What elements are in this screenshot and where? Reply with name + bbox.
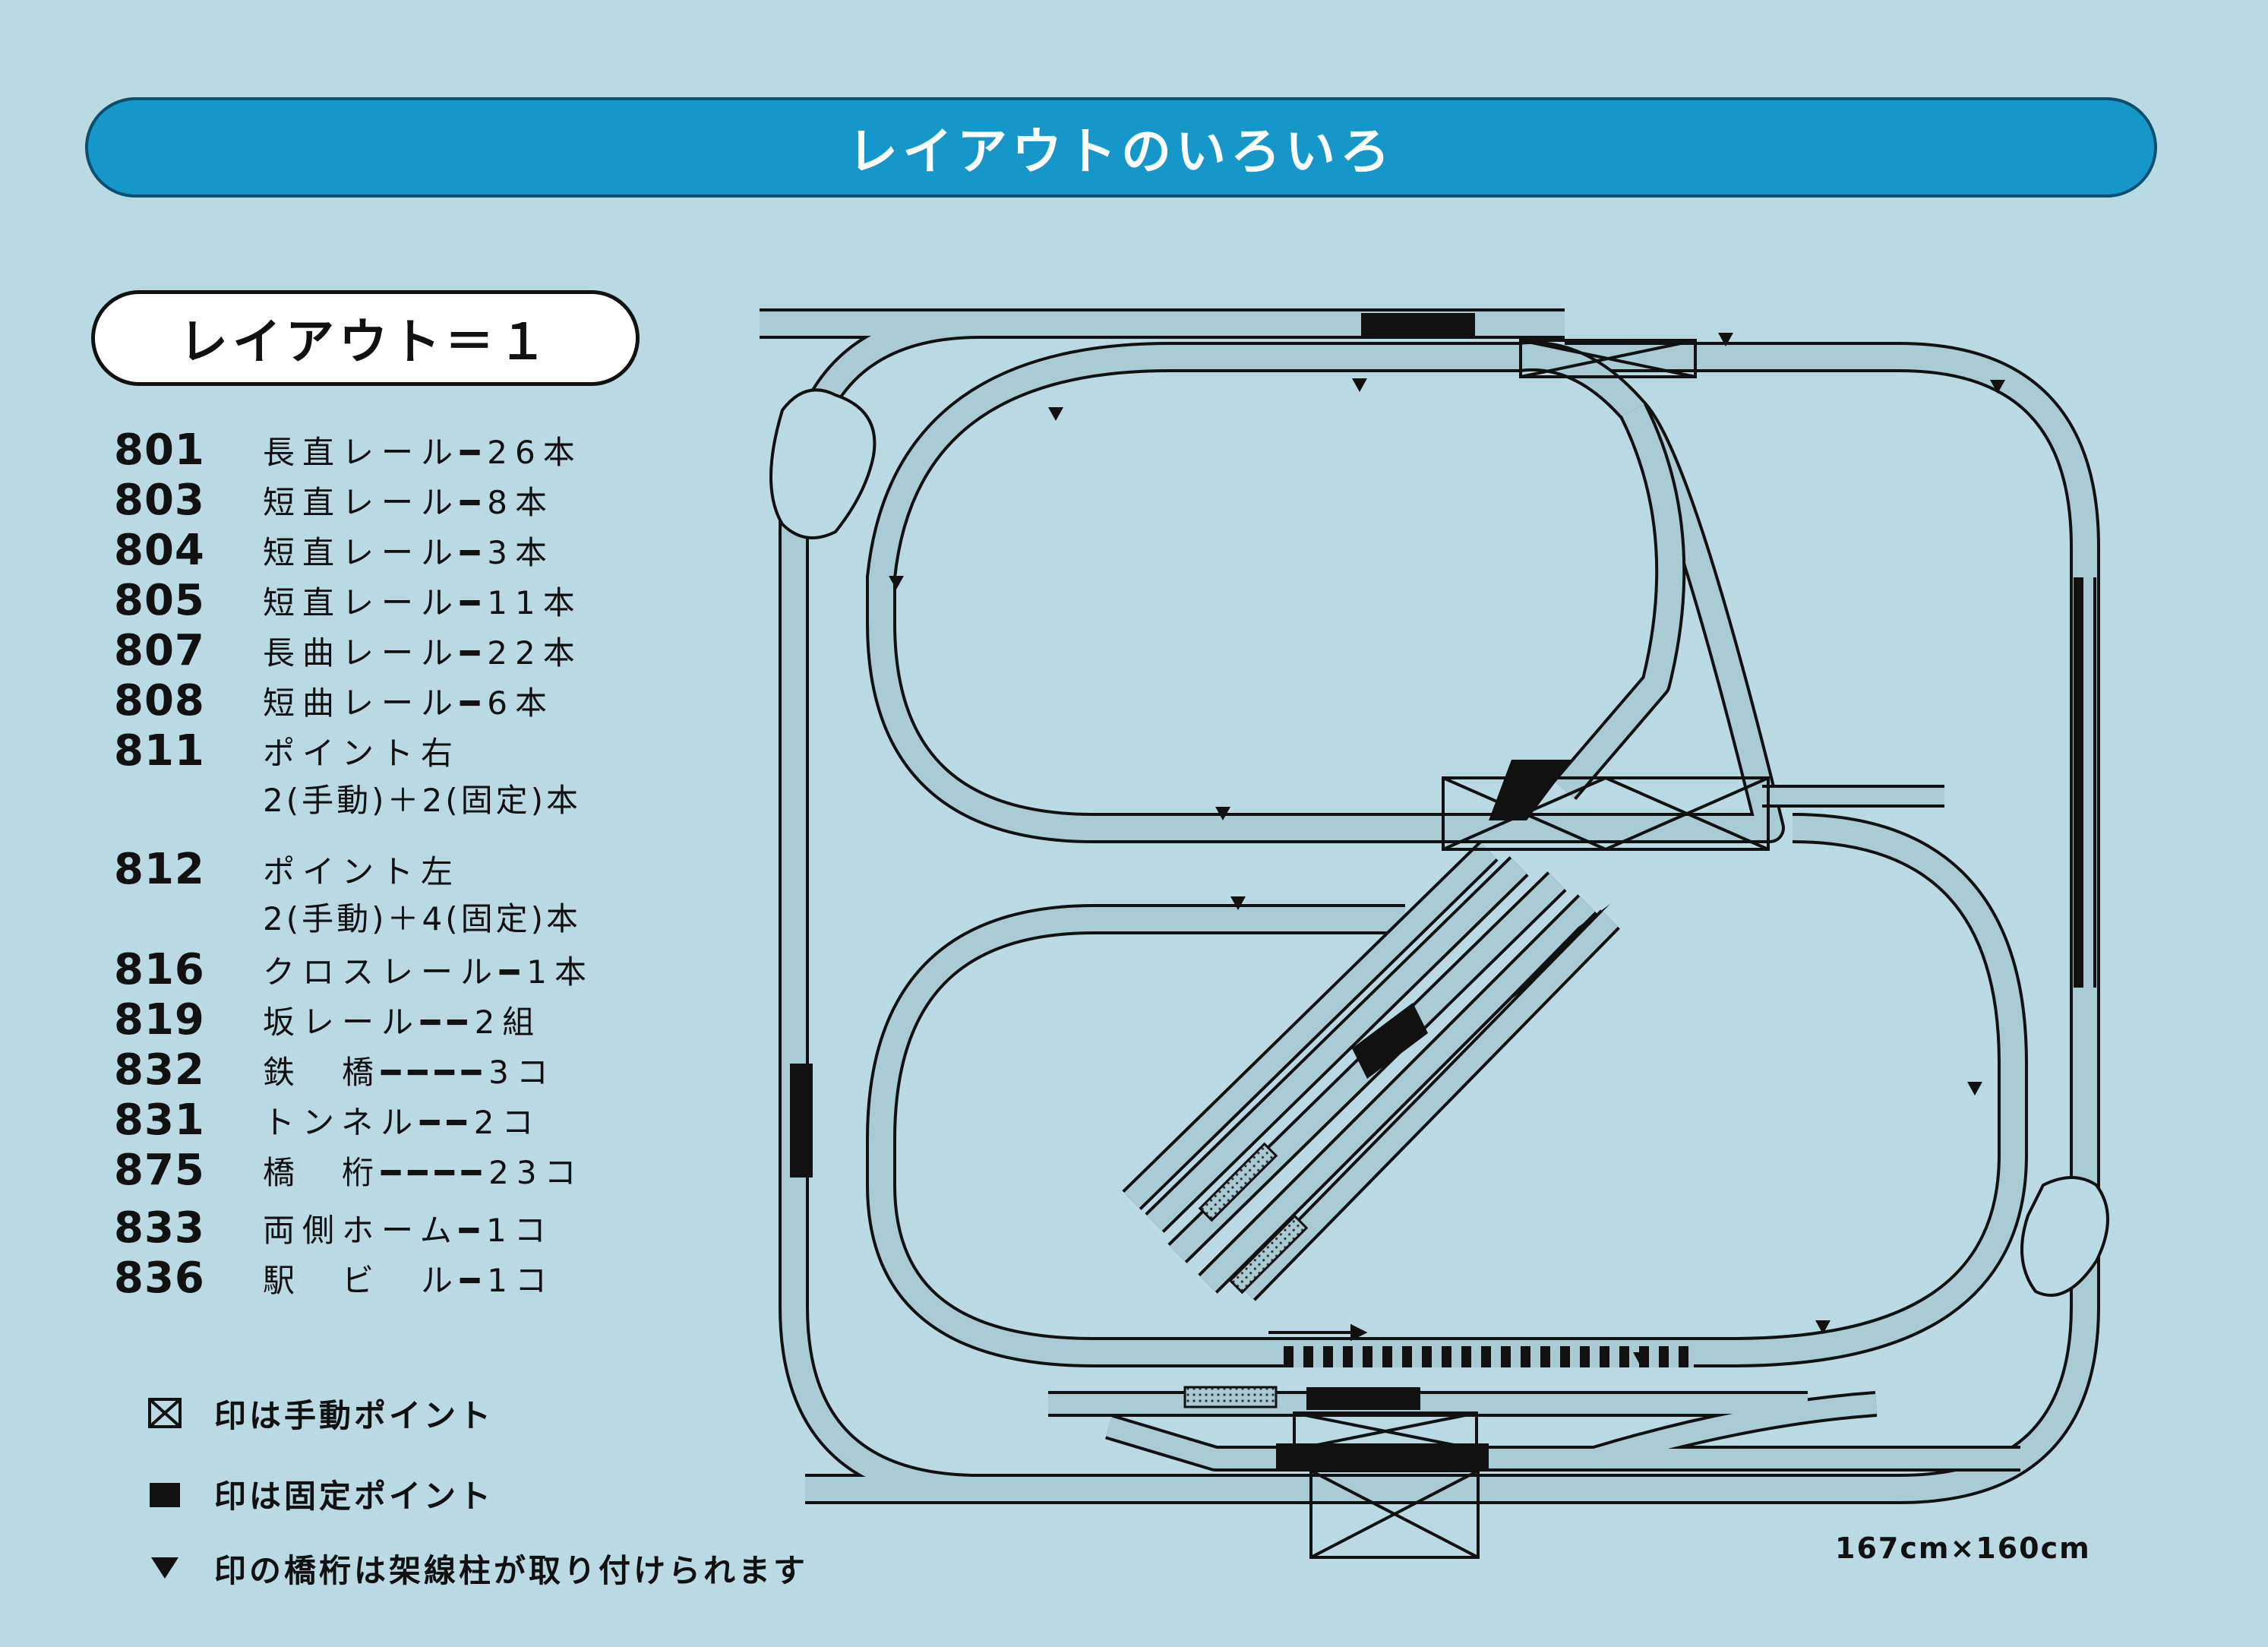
part-row: 836 駅 ビ ル━1コ: [114, 1253, 555, 1303]
part-code: 831: [114, 1095, 205, 1145]
part-code: 812: [114, 844, 205, 894]
legend-catenary: 印の橋桁は架線柱が取り付けられます: [146, 1545, 808, 1591]
part-name: 短直レール━11本: [263, 583, 583, 621]
manual-points: [1293, 339, 1770, 1559]
part-code: 801: [114, 425, 205, 475]
trestle-section: [2074, 577, 2096, 988]
part-code: 832: [114, 1045, 205, 1095]
part-row: 832 鉄 橋━━━━3コ: [114, 1045, 556, 1095]
part-row: 801 長直レール━26本: [114, 425, 583, 475]
lower-inner-loop-track: [866, 813, 2028, 1367]
layout-title: レイアウト＝１: [179, 315, 551, 371]
layout-title-badge: レイアウト＝１: [91, 290, 640, 386]
part-row: 808 短曲レール━6本: [114, 675, 555, 726]
part-name: 坂レール━━2組: [263, 1003, 542, 1041]
part-name: 短曲レール━6本: [263, 684, 555, 722]
part-code: 875: [114, 1145, 205, 1195]
part-name: ポイント右: [263, 734, 461, 772]
part-code: 807: [114, 625, 205, 675]
catenary-triangle-icon: [146, 1553, 184, 1583]
part-row: 804 短直レール━3本: [114, 525, 555, 575]
tunnels: [769, 388, 2109, 1297]
part-sub: 2(手動)＋4(固定)本: [263, 900, 581, 937]
page-banner: レイアウトのいろいろ: [85, 97, 2157, 198]
part-row: 803 短直レール━8本: [114, 475, 555, 525]
legend-manual-point: 印は手動ポイント: [146, 1390, 494, 1436]
legend-text: 印の橋桁は架線柱が取り付けられます: [214, 1551, 809, 1589]
part-sub: 2(手動)＋2(固定)本: [263, 782, 581, 819]
part-name: 短直レール━3本: [263, 533, 555, 571]
banner-title: レイアウトのいろいろ: [848, 122, 1395, 181]
part-row: 812 ポイント左: [114, 844, 461, 894]
part-code: 808: [114, 675, 205, 726]
part-name: 長直レール━26本: [263, 433, 583, 471]
part-row: 833 両側ホーム━1コ: [114, 1203, 554, 1253]
crossover-diagonal-track: [1553, 403, 1686, 801]
part-name: クロスレール━1本: [263, 953, 595, 991]
part-row: 875 橋 桁━━━━23コ: [114, 1145, 584, 1195]
part-code: 805: [114, 575, 205, 625]
part-code: 816: [114, 944, 205, 994]
legend-fixed-point: 印は固定ポイント: [146, 1471, 494, 1516]
bridge-blocks: [790, 313, 1610, 1469]
part-code: 819: [114, 994, 205, 1045]
part-name: トンネル━━2コ: [263, 1103, 542, 1141]
part-code: 833: [114, 1203, 205, 1253]
part-name: ポイント左: [263, 852, 461, 890]
part-code: 804: [114, 525, 205, 575]
part-row: 807 長曲レール━22本: [114, 626, 583, 675]
part-code: 836: [114, 1253, 205, 1303]
part-name: 両側ホーム━1コ: [263, 1211, 554, 1249]
layout-dimensions: 167cm×160cm: [1835, 1532, 2091, 1565]
part-row: 831 トンネル━━2コ: [114, 1095, 542, 1145]
part-name: 鉄 橋━━━━3コ: [263, 1053, 556, 1091]
part-row: 819 坂レール━━2組: [114, 994, 542, 1045]
legend-text: 印は手動ポイント: [214, 1396, 494, 1434]
fixed-point-square-icon: [146, 1478, 184, 1509]
station-lines: [1048, 1391, 2020, 1472]
part-name: 長曲レール━22本: [263, 634, 583, 672]
direction-arrow-icon: [1268, 1323, 1368, 1342]
part-name: 短直レール━8本: [263, 483, 555, 521]
legend-text: 印は固定ポイント: [214, 1477, 494, 1515]
part-row: 811 ポイント右: [114, 726, 461, 776]
station-platforms: [1183, 1142, 1309, 1408]
part-row: 816 クロスレール━1本: [114, 945, 594, 994]
part-name: 橋 桁━━━━23コ: [263, 1153, 584, 1191]
catenary-markers: [889, 333, 2005, 1366]
part-row: 805 短直レール━11本: [114, 575, 583, 625]
part-code: 803: [114, 475, 205, 525]
part-name: 駅 ビ ル━1コ: [263, 1261, 555, 1299]
trestle-section: [1284, 1346, 1694, 1367]
part-code: 811: [114, 726, 205, 776]
manual-point-box-icon: [146, 1398, 184, 1428]
